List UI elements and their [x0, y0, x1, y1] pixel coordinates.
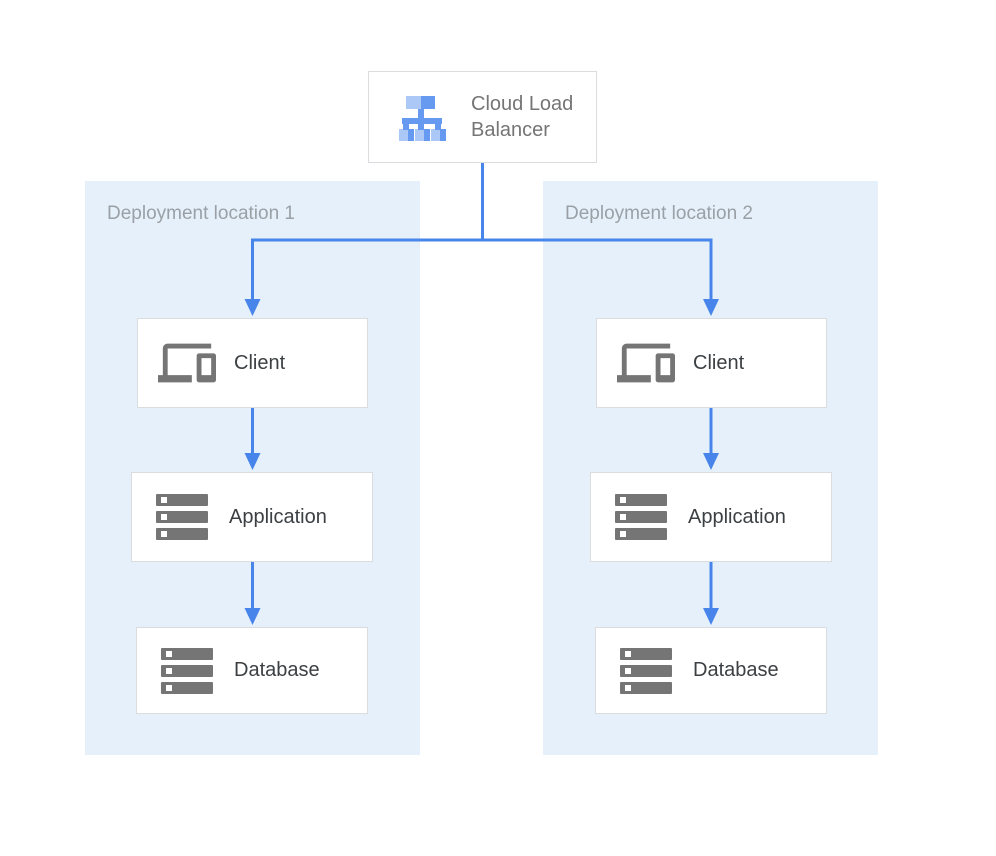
- arrowhead-db-1: [244, 608, 261, 625]
- node-client-2: Client: [596, 318, 827, 408]
- server-stack-icon: [620, 647, 672, 694]
- arrowhead-db-2: [703, 608, 719, 625]
- node-label: Application: [229, 505, 327, 528]
- server-stack-icon: [156, 494, 208, 540]
- connector-lines: [251, 163, 713, 609]
- devices-icon: [158, 334, 216, 392]
- node-cloud-load-balancer: Cloud Load Balancer: [368, 71, 597, 163]
- node-label: Database: [693, 659, 779, 681]
- node-label: Cloud Load Balancer: [471, 93, 574, 141]
- server-stack-icon: [615, 494, 667, 540]
- node-label: Application: [688, 505, 786, 528]
- arrowhead-client-2: [703, 299, 719, 316]
- load-balancer-icon: [398, 93, 446, 141]
- node-client-1: Client: [137, 318, 368, 408]
- node-label: Database: [234, 659, 320, 681]
- node-label: Client: [693, 351, 745, 374]
- connector-arrowheads: [244, 299, 719, 625]
- arrowhead-app-1: [244, 453, 261, 470]
- node-application-1: Application: [131, 472, 373, 562]
- server-stack-icon: [161, 647, 213, 694]
- arrowhead-client-1: [244, 299, 261, 316]
- node-label: Client: [234, 351, 286, 374]
- node-application-2: Application: [590, 472, 832, 562]
- region-1-label: Deployment location 1: [107, 203, 295, 224]
- node-database-1: Database: [136, 627, 368, 714]
- arrowhead-app-2: [703, 453, 719, 470]
- node-database-2: Database: [595, 627, 827, 714]
- devices-icon: [617, 334, 675, 392]
- region-2-label: Deployment location 2: [565, 203, 753, 224]
